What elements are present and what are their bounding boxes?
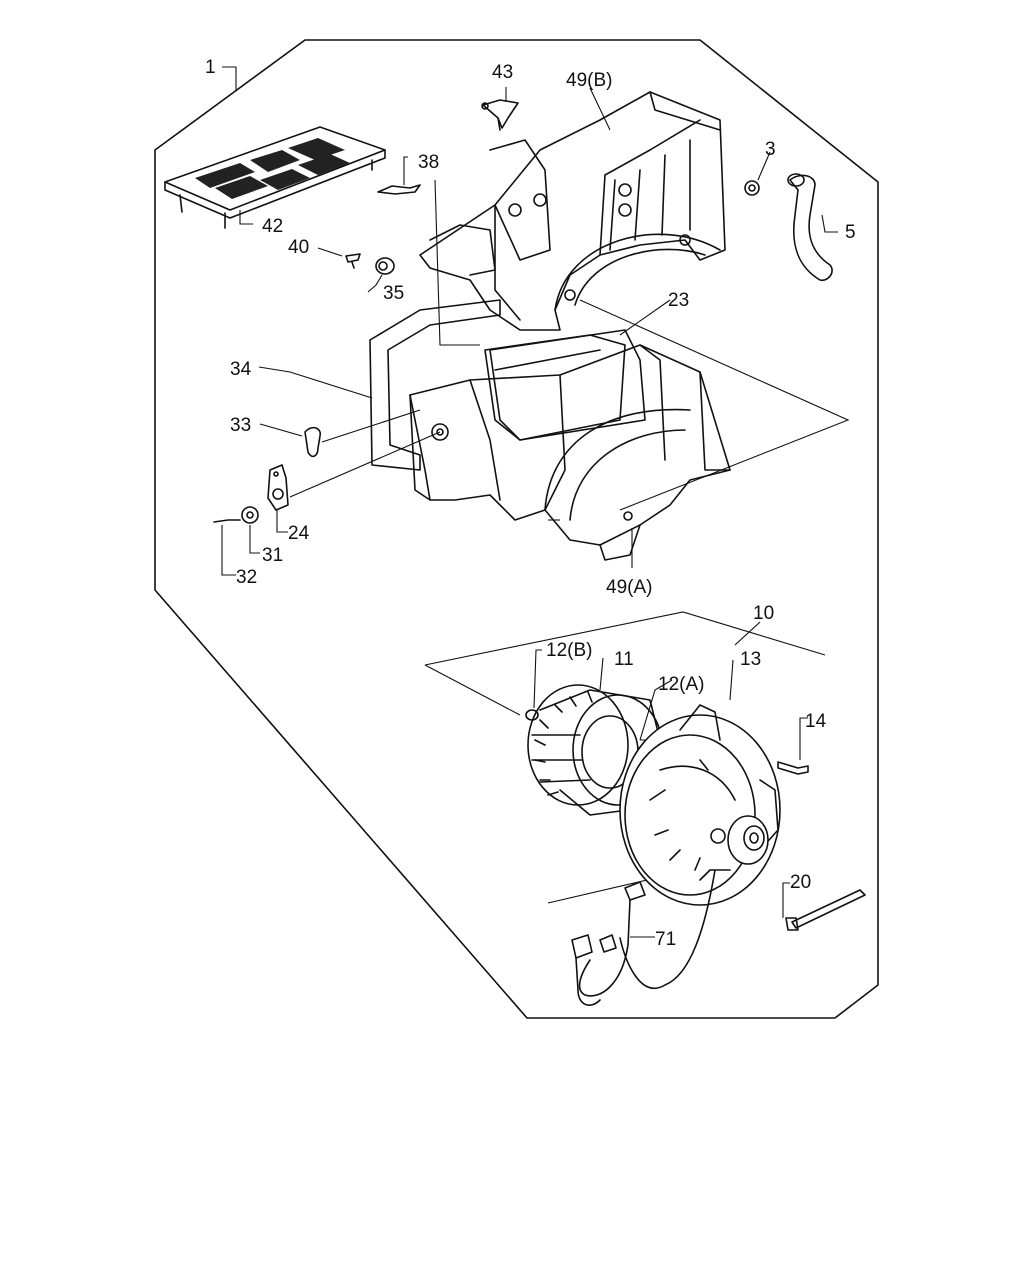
lower-blower-case[interactable] bbox=[409, 334, 731, 561]
washer[interactable] bbox=[241, 506, 259, 524]
callout-32: 32 bbox=[236, 567, 257, 588]
upper-blower-case[interactable] bbox=[419, 91, 726, 331]
callout-49a: 49(A) bbox=[606, 577, 652, 598]
spring-clip[interactable] bbox=[377, 184, 421, 195]
callout-10: 10 bbox=[753, 603, 774, 624]
leader-lines bbox=[221, 66, 838, 938]
nut[interactable] bbox=[744, 180, 760, 196]
cable-tie[interactable] bbox=[785, 889, 866, 931]
callout-35: 35 bbox=[383, 283, 404, 304]
callout-31: 31 bbox=[262, 545, 283, 566]
callout-71: 71 bbox=[655, 929, 676, 950]
callout-1: 1 bbox=[205, 57, 216, 78]
callout-12b: 12(B) bbox=[546, 640, 592, 661]
assembly-boundary bbox=[154, 39, 879, 1019]
callout-14: 14 bbox=[805, 711, 827, 732]
callout-40: 40 bbox=[288, 237, 309, 258]
alignment-lines-upper bbox=[289, 299, 850, 521]
wiring-harness[interactable] bbox=[571, 869, 731, 1006]
callout-33: 33 bbox=[230, 415, 251, 436]
callout-12a: 12(A) bbox=[658, 674, 704, 695]
callout-11: 11 bbox=[614, 649, 634, 670]
screw[interactable] bbox=[345, 253, 361, 269]
callout-38: 38 bbox=[418, 152, 439, 173]
callout-5: 5 bbox=[845, 222, 856, 243]
callout-3: 3 bbox=[765, 139, 776, 160]
lever[interactable] bbox=[304, 426, 322, 458]
damper-door[interactable] bbox=[489, 329, 646, 441]
screw[interactable] bbox=[213, 519, 241, 523]
callout-34: 34 bbox=[230, 359, 252, 380]
callout-24: 24 bbox=[288, 523, 310, 544]
bushing[interactable] bbox=[375, 257, 395, 275]
callout-13: 13 bbox=[740, 649, 761, 670]
bolt[interactable] bbox=[777, 761, 809, 775]
actuator-lever[interactable] bbox=[267, 464, 289, 511]
clip[interactable] bbox=[481, 99, 519, 131]
callout-42: 42 bbox=[262, 216, 283, 237]
retaining-clip[interactable] bbox=[525, 709, 539, 721]
air-filter[interactable] bbox=[164, 126, 386, 229]
link-rod bbox=[434, 179, 480, 346]
drain-hose[interactable] bbox=[787, 173, 833, 282]
callout-49b: 49(B) bbox=[566, 70, 612, 91]
callout-23: 23 bbox=[668, 290, 689, 311]
callout-43: 43 bbox=[492, 62, 513, 83]
case-gasket[interactable] bbox=[369, 299, 501, 471]
callout-20: 20 bbox=[790, 872, 811, 893]
blower-motor[interactable] bbox=[619, 704, 781, 906]
